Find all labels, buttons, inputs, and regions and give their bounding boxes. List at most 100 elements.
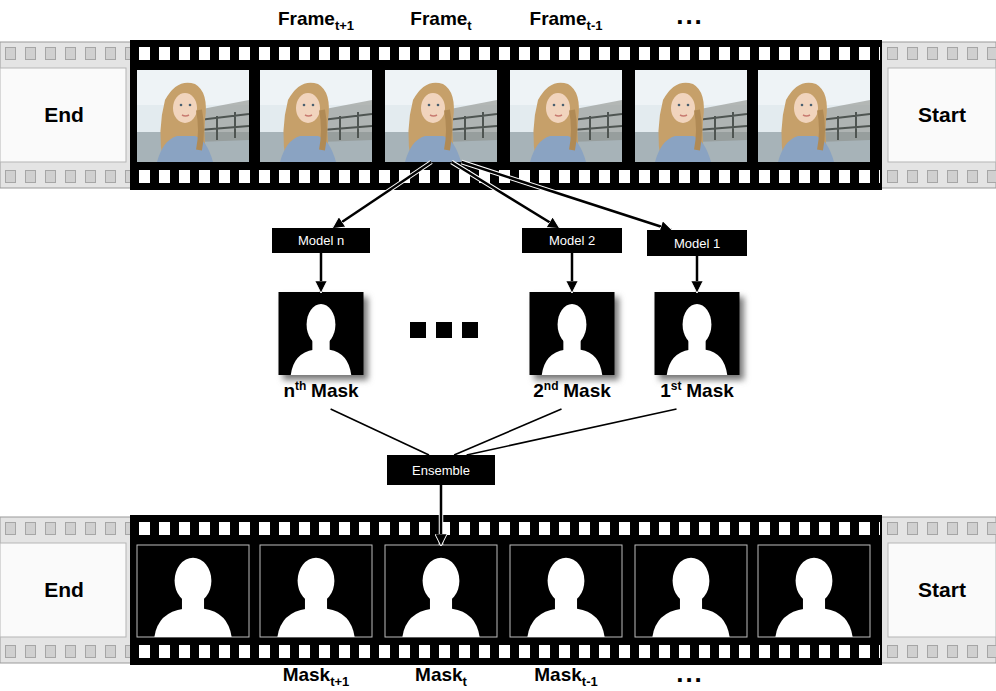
caption-text: Frame <box>410 8 467 29</box>
label-group: Framet+1 <box>278 8 354 32</box>
sprocket-holes <box>0 522 130 535</box>
label-group: Maskt+1 <box>283 664 350 688</box>
connector-group <box>451 162 558 228</box>
connector-arrow <box>571 253 574 292</box>
sprocket-holes <box>882 522 996 535</box>
caption-text: Mask <box>283 664 331 685</box>
ellipsis-holder: ... <box>676 2 704 28</box>
mask-frame <box>635 545 747 637</box>
connector-line <box>331 409 429 455</box>
mask-frame <box>385 545 497 637</box>
model-box: Model n <box>272 228 370 253</box>
mask-silhouette <box>291 304 351 375</box>
mask-output: 2nd Mask <box>507 292 637 409</box>
mask-output: 1stMask <box>632 292 762 409</box>
connector-group <box>572 253 573 292</box>
connector-group <box>441 485 442 545</box>
subscript: t <box>463 674 467 689</box>
superscript: nd <box>544 379 559 393</box>
connector-arrow <box>461 162 671 230</box>
model-box: Model 1 <box>647 230 747 256</box>
subscript: t-1 <box>582 674 598 689</box>
model-box: Model 2 <box>522 228 622 253</box>
mask-silhouette <box>402 558 479 637</box>
connector-halo <box>439 485 444 545</box>
film-leader <box>0 543 126 637</box>
ellipsis-square <box>410 322 426 338</box>
connector-halo <box>461 162 671 230</box>
connector-halo <box>695 256 700 292</box>
sprocket-holes <box>134 522 880 535</box>
label-group: nthMask <box>283 380 358 404</box>
strip-end-label-holder: Start <box>918 578 966 602</box>
connector-group <box>461 162 671 230</box>
connector-group <box>467 409 677 455</box>
ellipsis: ... <box>676 0 704 30</box>
sprocket-holes <box>134 645 880 658</box>
video-frame <box>758 70 870 162</box>
mask-silhouette <box>542 304 602 375</box>
film-leader <box>0 68 126 162</box>
film-body <box>130 40 882 190</box>
mask-frame: Maskt+1 <box>260 545 372 637</box>
caption-text: 2 <box>533 380 544 401</box>
strip-end-label: Start <box>918 578 966 601</box>
subscript: t <box>467 18 471 33</box>
mask-frame <box>510 545 622 637</box>
sprocket-holes <box>0 645 130 658</box>
ellipsis-holder: ... <box>676 660 704 686</box>
connector-halo <box>319 253 324 292</box>
connector-group <box>697 256 698 292</box>
video-frame <box>510 70 622 162</box>
film-strip <box>0 515 996 665</box>
mask-silhouette <box>527 558 604 637</box>
mask-silhouette <box>277 558 354 637</box>
mask-image <box>655 292 740 375</box>
box-label: Model n <box>298 233 344 248</box>
mask-frame <box>758 545 870 637</box>
mask-output: nthMask <box>256 292 386 409</box>
sprocket-holes <box>0 47 130 60</box>
video-frame <box>137 70 249 162</box>
video-frame: Framet+1 <box>260 70 372 162</box>
strip-end-label-holder: End <box>44 578 84 602</box>
sprocket-holes <box>882 170 996 183</box>
subscript: t+1 <box>330 674 349 689</box>
connector-arrow <box>696 256 699 292</box>
ellipsis-square <box>436 322 452 338</box>
mask-frame: Maskt-1 <box>510 545 622 637</box>
mask-image <box>530 292 615 375</box>
connector-arrow <box>320 253 323 292</box>
sprocket-holes <box>882 47 996 60</box>
caption-text: n <box>283 380 295 401</box>
caption-text: Mask <box>311 380 359 401</box>
box-label: Model 2 <box>549 233 595 248</box>
mask-frame <box>260 545 372 637</box>
caption-text: 1 <box>660 380 671 401</box>
box-label: Model 1 <box>674 236 720 251</box>
film-strip <box>0 40 996 190</box>
film-body <box>130 515 882 665</box>
connector-group <box>321 253 322 292</box>
label-group: 1stMask <box>660 380 734 404</box>
connector-line <box>467 409 677 455</box>
film-leader <box>888 68 996 162</box>
caption-text: Mask <box>563 380 611 401</box>
connector-halo <box>333 162 431 228</box>
label-group: 2nd Mask <box>533 380 611 404</box>
video-frame: Framet-1 <box>510 70 622 162</box>
caption-text: Frame <box>278 8 335 29</box>
strip-end-label: End <box>44 578 84 601</box>
mask-frame: Maskt <box>385 545 497 637</box>
box-label: Ensemble <box>412 463 470 478</box>
video-frame <box>260 70 372 162</box>
connector-group <box>333 162 431 228</box>
ellipsis-square <box>462 322 478 338</box>
superscript: st <box>671 379 682 393</box>
strip-end-label: Start <box>918 103 966 126</box>
ellipsis: ... <box>676 658 704 688</box>
connector-arrow <box>451 162 558 228</box>
video-frame <box>385 70 497 162</box>
strip-end-label: End <box>44 103 84 126</box>
